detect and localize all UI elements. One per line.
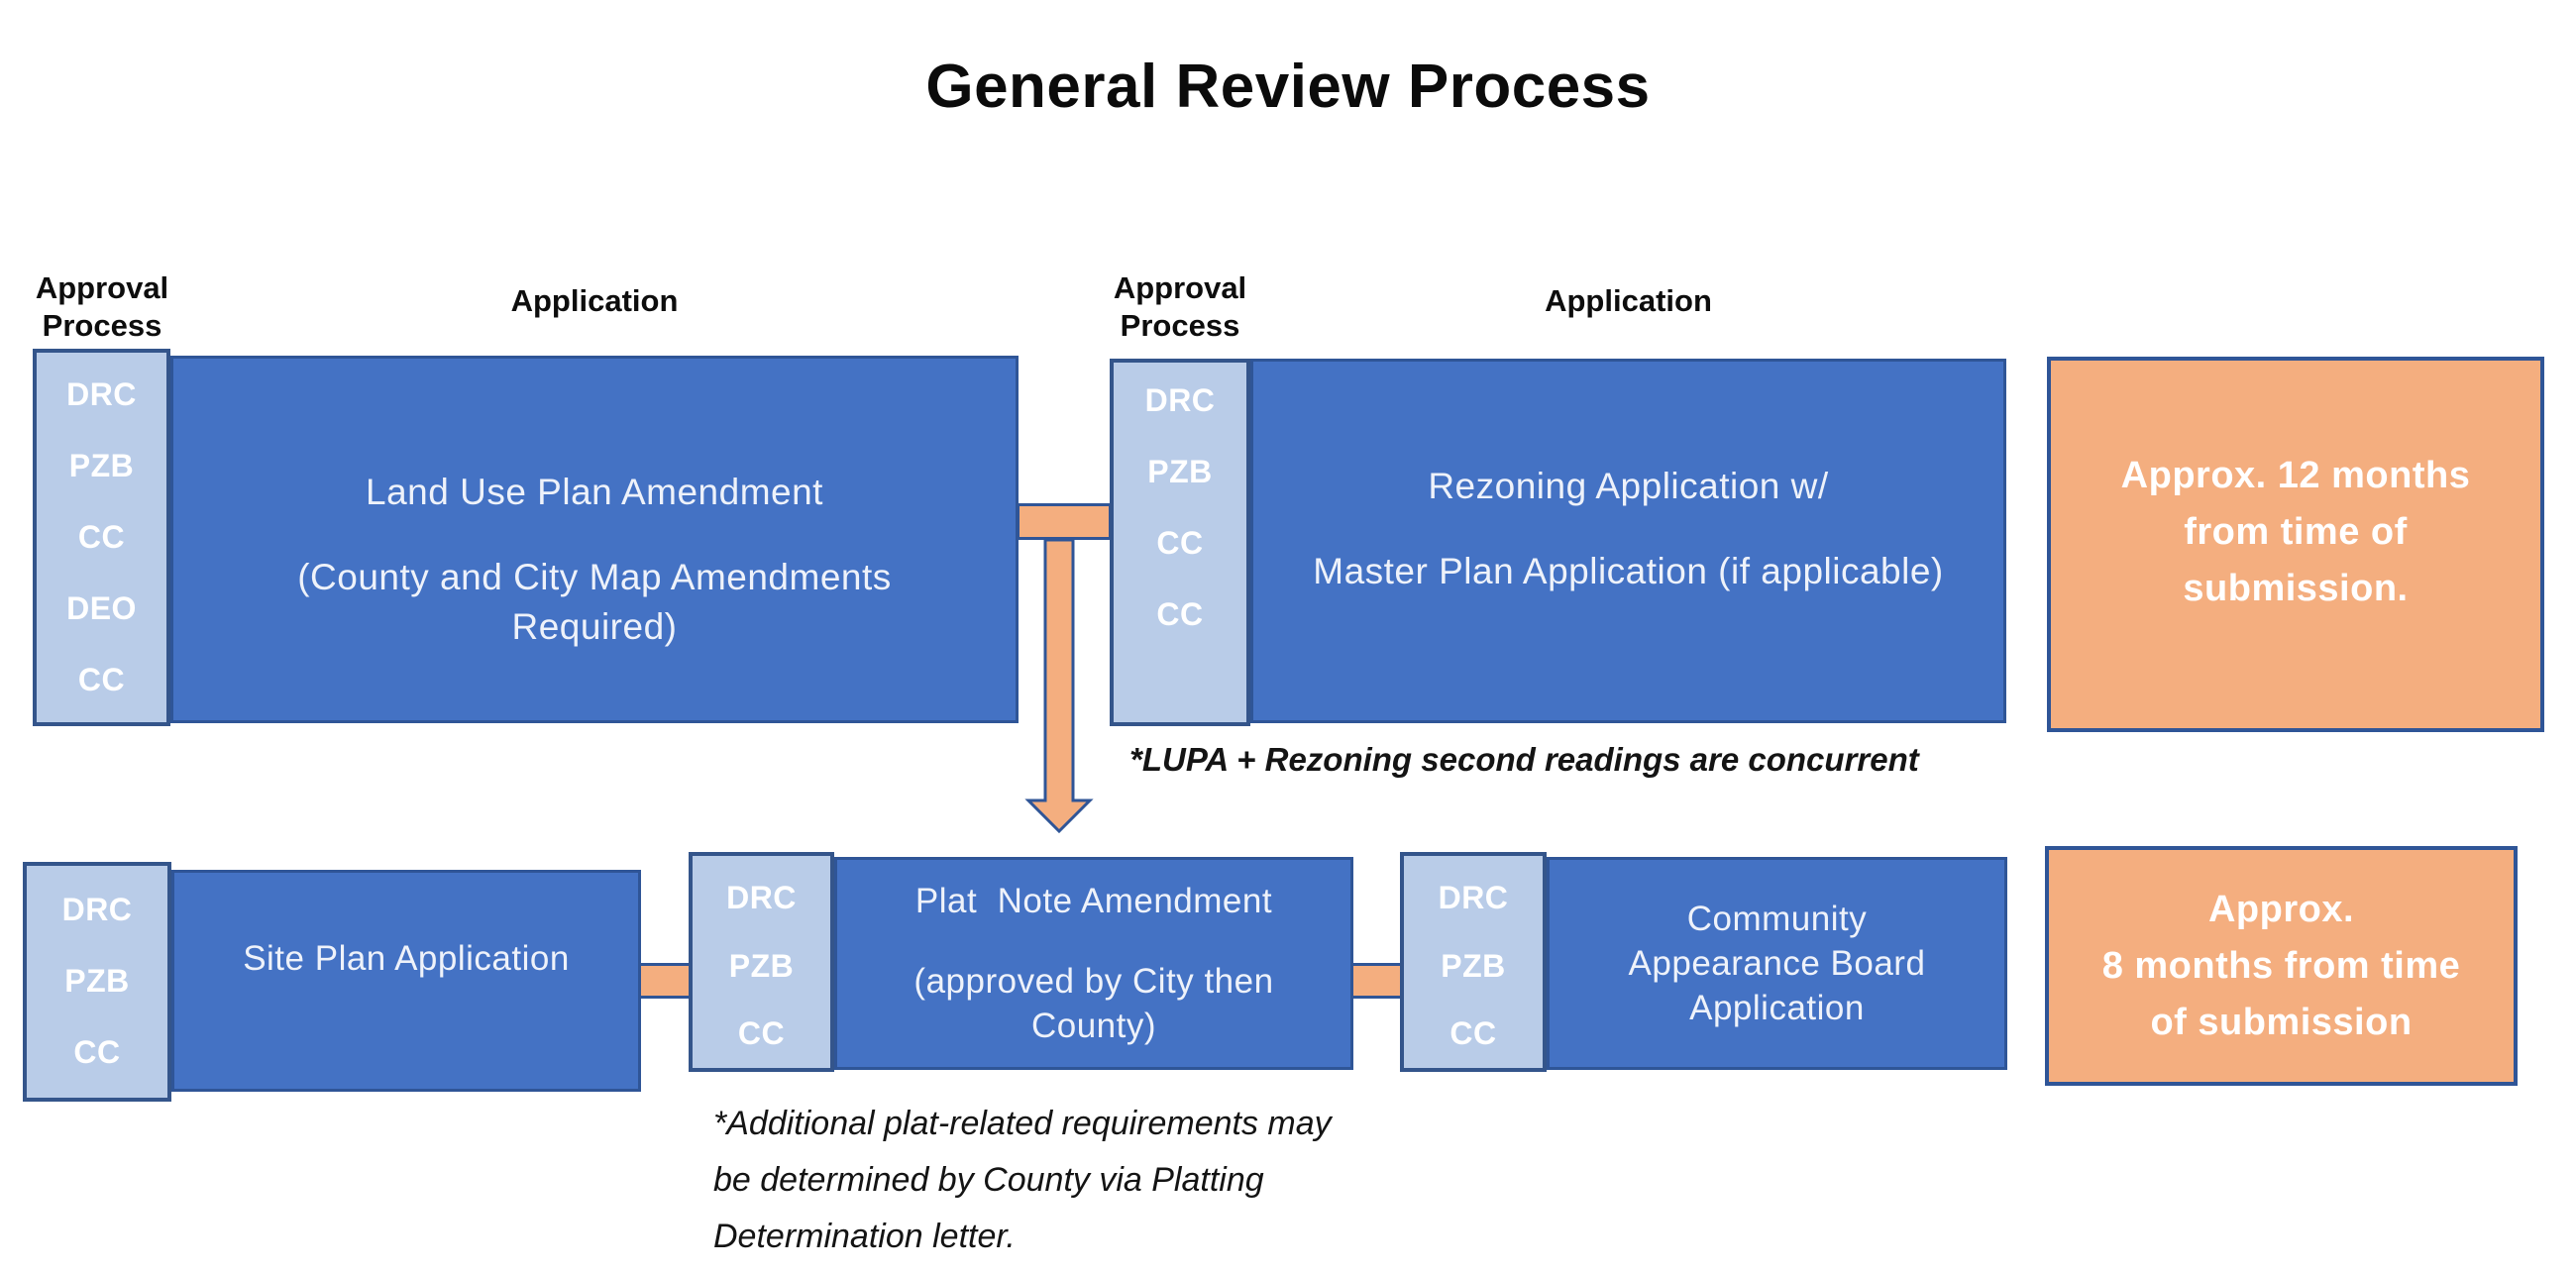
box-text-line: Application (1689, 989, 1865, 1027)
application-box-plat-note-amendment: Plat Note Amendment (approved by City the… (834, 857, 1353, 1070)
approval-step-drc: DRC (1438, 879, 1509, 915)
text-line: be determined by County via Platting (713, 1161, 1264, 1199)
approval-step-cc: CC (737, 1015, 786, 1052)
text-line: from time of (2184, 510, 2408, 553)
approval-step-cc: CC (1156, 595, 1204, 632)
box-text-line: Required) (511, 605, 678, 647)
approval-step-drc: DRC (61, 891, 133, 927)
approval-steps-column-site-plan: DRC PZB CC (23, 862, 171, 1102)
approval-step-pzb: PZB (64, 962, 130, 999)
approval-step-drc: DRC (1144, 381, 1216, 418)
approval-steps-column-cab: DRC PZB CC (1400, 852, 1547, 1072)
approval-step-cc: CC (73, 1033, 121, 1070)
text-line: Approx. 12 months (2120, 454, 2471, 496)
box-text-paragraph: Land Use Plan Amendment (366, 468, 823, 517)
box-text-line: County) (1030, 1007, 1157, 1045)
text-line: *Additional plat-related requirements ma… (713, 1105, 1332, 1142)
connector-lupa-to-rezoning (1017, 503, 1112, 540)
box-text-line: (approved by City then (913, 962, 1274, 1001)
approval-step-deo: DEO (66, 589, 137, 626)
application-box-site-plan: Site Plan Application (171, 870, 641, 1092)
text-line: of submission (2150, 1001, 2413, 1043)
plat-requirements-footnote: *Additional plat-related requirements ma… (713, 1096, 1332, 1265)
approval-process-label-lupa: Approval Process (35, 270, 169, 343)
box-text-line: Appearance Board (1628, 944, 1926, 983)
box-text-line: (County and City Map Amendments (297, 556, 892, 597)
application-label-rezoning: Application (1545, 283, 1712, 318)
approval-steps-column-rezoning: DRC PZB CC CC (1110, 359, 1250, 726)
approval-step-cc: CC (1156, 524, 1204, 561)
box-text-paragraph: Plat Note Amendment (915, 879, 1272, 923)
approval-step-pzb: PZB (68, 447, 135, 483)
box-text-line: Site Plan Application (243, 939, 570, 978)
approval-step-pzb: PZB (1147, 453, 1213, 489)
text-line: Determination letter. (713, 1218, 1016, 1255)
approval-step-pzb: PZB (728, 947, 795, 984)
application-label-lupa: Application (510, 283, 679, 318)
box-text-paragraph: Master Plan Application (if applicable) (1313, 547, 1944, 596)
approval-step-cc: CC (77, 518, 126, 555)
approval-step-cc: CC (1449, 1015, 1497, 1052)
approval-step-cc: CC (77, 661, 126, 697)
down-arrow (1024, 538, 1094, 834)
text-line: Approx. (2207, 888, 2355, 930)
approval-process-label-rezoning: Approval Process (1113, 270, 1247, 343)
approval-steps-column-lupa: DRC PZB CC DEO CC (33, 349, 170, 726)
box-text-line: Rezoning Application w/ (1428, 465, 1829, 506)
text-line: submission. (2183, 567, 2409, 609)
box-text-line: Plat Note Amendment (914, 882, 1273, 920)
approval-step-drc: DRC (66, 375, 137, 412)
duration-box-8-months: Approx. 8 months from time of submission (2045, 846, 2518, 1086)
text-line: 8 months from time (2101, 944, 2461, 987)
approval-step-pzb: PZB (1441, 947, 1506, 984)
approval-step-drc: DRC (726, 879, 797, 915)
approval-steps-column-plat-note: DRC PZB CC (689, 852, 834, 1072)
duration-box-12-months: Approx. 12 months from time of submission. (2047, 357, 2544, 732)
box-text-line: Master Plan Application (if applicable) (1313, 550, 1944, 591)
box-text-line: Land Use Plan Amendment (366, 471, 823, 512)
concurrent-readings-note: *LUPA + Rezoning second readings are con… (1129, 741, 1919, 778)
connector-plat-note-to-cab (1347, 963, 1405, 999)
page-title: General Review Process (925, 53, 1651, 121)
box-text-paragraph: Rezoning Application w/ (1428, 462, 1828, 511)
application-box-land-use-plan-amendment: Land Use Plan Amendment (County and City … (170, 356, 1019, 723)
box-text-paragraph: Site Plan Application (243, 936, 570, 981)
box-text-line: Community (1686, 900, 1868, 938)
application-box-rezoning: Rezoning Application w/Master Plan Appli… (1250, 359, 2006, 723)
connector-site-plan-to-plat-note (638, 963, 694, 999)
